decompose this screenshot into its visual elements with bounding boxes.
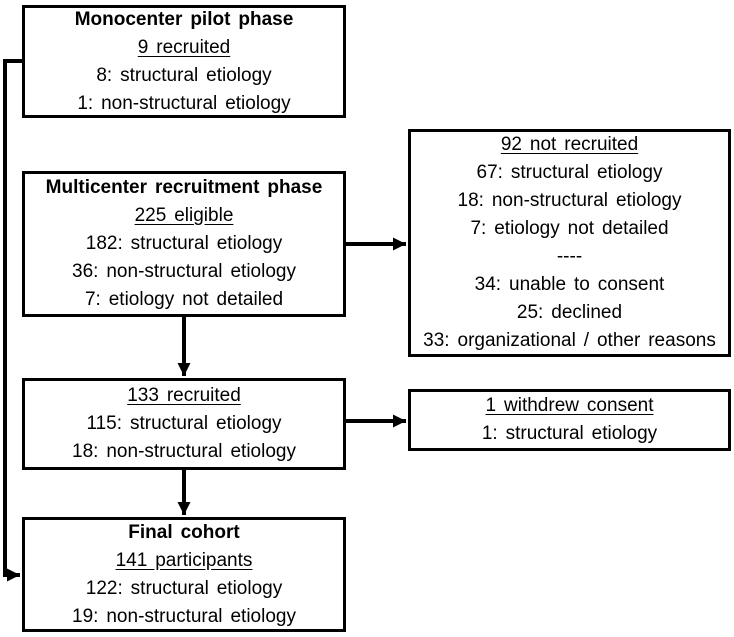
stat-line: 18: non-structural etiology	[72, 441, 296, 462]
stat-line: 182: structural etiology	[85, 233, 283, 254]
stat-line: 25: declined	[516, 302, 623, 323]
connector-pilot-to-final	[3, 59, 22, 582]
stat-line: 18: non-structural etiology	[457, 190, 682, 211]
separator-line: ----	[556, 246, 583, 267]
box-final-cohort: Final cohort 141 participants 122: struc…	[22, 517, 346, 632]
box-subtitle: 92 not recruited	[500, 134, 639, 155]
box-withdrew-consent: 1 withdrew consent 1: structural etiolog…	[408, 389, 731, 451]
stat-line: 1: structural etiology	[481, 423, 658, 444]
stat-line: 1: non-structural etiology	[77, 92, 291, 114]
box-recruited: 133 recruited 115: structural etiology 1…	[22, 378, 346, 470]
stat-line: 33: organizational / other reasons	[423, 330, 716, 351]
box-subtitle: 1 withdrew consent	[485, 395, 654, 416]
stat-line: 34: unable to consent	[474, 274, 665, 295]
stat-line: 7: etiology not detailed	[470, 218, 669, 239]
stat-line: 67: structural etiology	[476, 162, 663, 183]
box-title: Monocenter pilot phase	[74, 8, 294, 30]
stat-line: 8: structural etiology	[96, 64, 272, 86]
box-not-recruited: 92 not recruited 67: structural etiology…	[408, 129, 731, 357]
box-subtitle: 141 participants	[115, 549, 253, 571]
box-monocenter-pilot-phase: Monocenter pilot phase 9 recruited 8: st…	[22, 5, 346, 118]
box-subtitle: 225 eligible	[134, 205, 234, 226]
box-subtitle: 9 recruited	[137, 36, 231, 58]
box-title: Multicenter recruitment phase	[45, 177, 323, 198]
stat-line: 19: non-structural etiology	[72, 605, 296, 627]
box-multicenter-recruitment-phase: Multicenter recruitment phase 225 eligib…	[22, 171, 346, 317]
stat-line: 36: non-structural etiology	[72, 261, 296, 282]
stat-line: 7: etiology not detailed	[84, 289, 284, 310]
box-title: Final cohort	[128, 521, 240, 543]
stat-line: 115: structural etiology	[86, 413, 282, 434]
box-subtitle: 133 recruited	[127, 385, 241, 406]
stat-line: 122: structural etiology	[85, 577, 283, 599]
